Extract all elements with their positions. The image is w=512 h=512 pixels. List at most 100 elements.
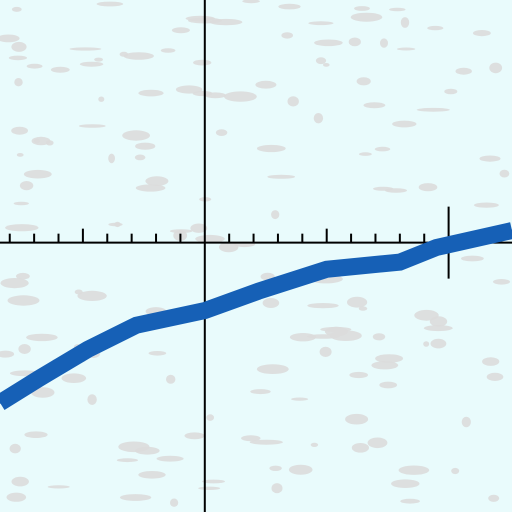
texture-speck — [414, 309, 439, 321]
texture-speck — [493, 279, 510, 285]
data-point — [38, 377, 40, 380]
texture-speck — [169, 229, 193, 234]
texture-speck — [315, 57, 327, 65]
texture-speck — [418, 183, 438, 192]
texture-speck — [400, 498, 420, 504]
texture-speck — [138, 89, 164, 97]
texture-speck — [13, 201, 29, 206]
texture-speck — [375, 354, 404, 363]
texture-speck — [119, 51, 129, 57]
texture-speck — [314, 39, 343, 47]
texture-speck — [474, 202, 499, 208]
texture-speck — [278, 3, 301, 10]
texture-speck — [215, 129, 228, 137]
texture-speck — [0, 350, 15, 358]
texture-speck — [288, 464, 313, 475]
texture-speck — [482, 357, 500, 366]
texture-speck — [291, 397, 309, 401]
texture-speck — [400, 17, 410, 28]
texture-speck — [14, 78, 23, 87]
texture-speck — [87, 394, 97, 405]
texture-speck — [193, 59, 212, 66]
texture-speck — [455, 67, 472, 75]
texture-speck — [423, 325, 453, 332]
texture-speck — [391, 479, 420, 489]
texture-speck — [345, 413, 369, 425]
data-point — [435, 246, 438, 249]
texture-speck — [289, 333, 317, 342]
texture-speck — [347, 296, 368, 308]
texture-speck — [96, 1, 124, 7]
texture-speck — [135, 184, 166, 192]
texture-speck — [416, 107, 450, 112]
texture-speck — [287, 96, 299, 107]
texture-speck — [358, 306, 368, 311]
texture-speck — [241, 435, 261, 442]
texture-speck — [256, 364, 289, 374]
texture-speck — [242, 0, 260, 4]
texture-speck — [195, 234, 225, 243]
texture-speck — [198, 486, 221, 490]
texture-speck — [0, 34, 20, 43]
texture-speck — [69, 47, 102, 51]
texture-speck — [380, 38, 388, 48]
texture-speck — [356, 77, 371, 86]
texture-speck — [24, 431, 48, 439]
texture-speck — [372, 333, 386, 341]
texture-speck — [367, 437, 388, 449]
texture-speck — [156, 455, 184, 462]
texture-speck — [148, 351, 167, 356]
texture-speck — [184, 432, 205, 440]
texture-speck — [7, 295, 40, 306]
texture-speck — [23, 169, 52, 179]
data-point — [203, 309, 206, 312]
texture-speck — [281, 32, 294, 39]
texture-speck — [18, 344, 31, 354]
texture-speck — [319, 346, 332, 357]
texture-speck — [307, 303, 339, 309]
texture-speck — [11, 41, 27, 52]
texture-speck — [389, 7, 406, 12]
texture-speck — [255, 80, 277, 89]
texture-speck — [473, 29, 491, 37]
texture-speck — [16, 153, 24, 157]
texture-speck — [50, 66, 70, 73]
texture-speck — [138, 471, 166, 479]
texture-speck — [26, 333, 58, 342]
texture-speck — [267, 174, 296, 179]
texture-speck — [396, 47, 416, 51]
texture-speck — [61, 373, 87, 384]
texture-speck — [423, 341, 430, 347]
data-point — [257, 290, 260, 293]
texture-speck — [47, 485, 70, 489]
texture-speck — [170, 498, 179, 507]
texture-speck — [461, 255, 484, 262]
texture-speck — [310, 442, 319, 447]
texture-speck — [262, 298, 280, 308]
texture-speck — [0, 278, 29, 289]
texture-speck — [313, 113, 324, 124]
texture-speck — [31, 136, 51, 146]
texture-speck — [185, 15, 215, 22]
texture-speck — [6, 492, 27, 502]
texture-speck — [9, 443, 21, 454]
texture-speck — [19, 181, 34, 191]
texture-speck — [11, 6, 22, 12]
texture-speck — [171, 27, 190, 34]
texture-speck — [116, 458, 138, 463]
texture-speck — [224, 91, 257, 102]
texture-speck — [488, 494, 500, 502]
texture-speck — [190, 223, 208, 233]
texture-speck — [354, 6, 370, 11]
texture-speck — [371, 361, 399, 370]
series-line — [0, 222, 512, 411]
texture-speck — [16, 272, 30, 280]
texture-speck — [308, 21, 334, 26]
texture-speck — [31, 387, 55, 398]
texture-speck — [329, 330, 362, 342]
texture-speck — [202, 479, 225, 484]
texture-speck — [249, 439, 283, 445]
data-point — [398, 261, 401, 264]
data-point — [0, 401, 1, 404]
